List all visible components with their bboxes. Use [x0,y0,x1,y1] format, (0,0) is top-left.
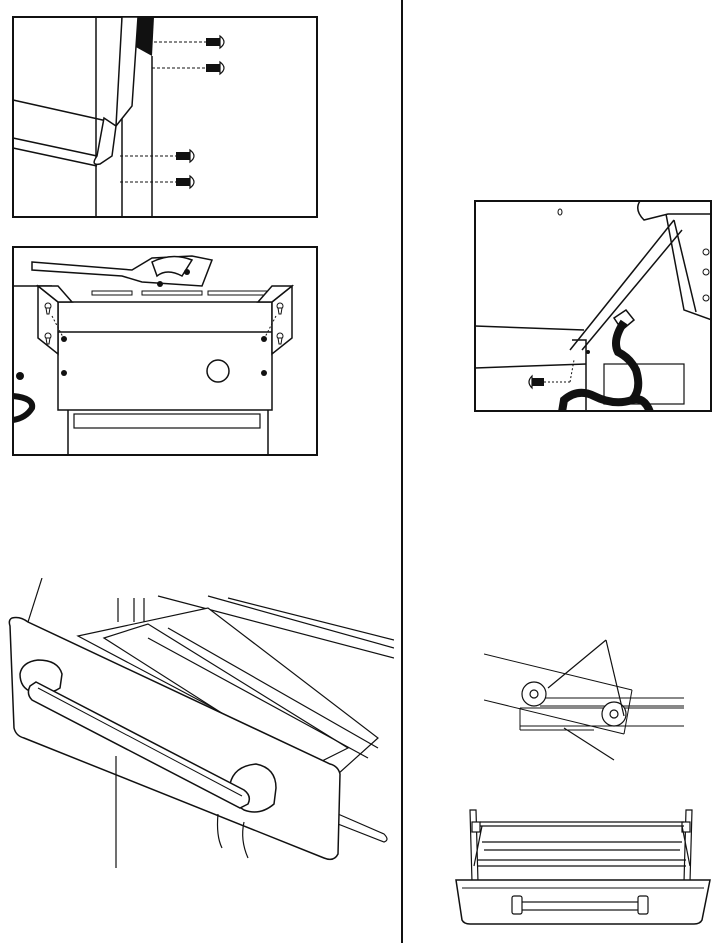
drawer-front-handle-figure [8,578,394,868]
bracket-keyhole-illustration [12,246,318,456]
drawer-assembly-figure [454,802,712,928]
warming-drawer-handle-illustration [8,578,394,868]
gas-hose-screw-illustration [474,200,712,412]
roller-track-illustration [484,639,684,761]
drawer-bracket-holes-figure [12,246,318,456]
drawer-rollers-figure [484,634,688,766]
door-hinge-screws-illustration [12,16,318,218]
drawer-box-illustration [455,809,711,925]
column-divider [401,0,403,943]
door-hinge-screws-figure [12,16,318,218]
hose-screw-figure [474,200,712,412]
